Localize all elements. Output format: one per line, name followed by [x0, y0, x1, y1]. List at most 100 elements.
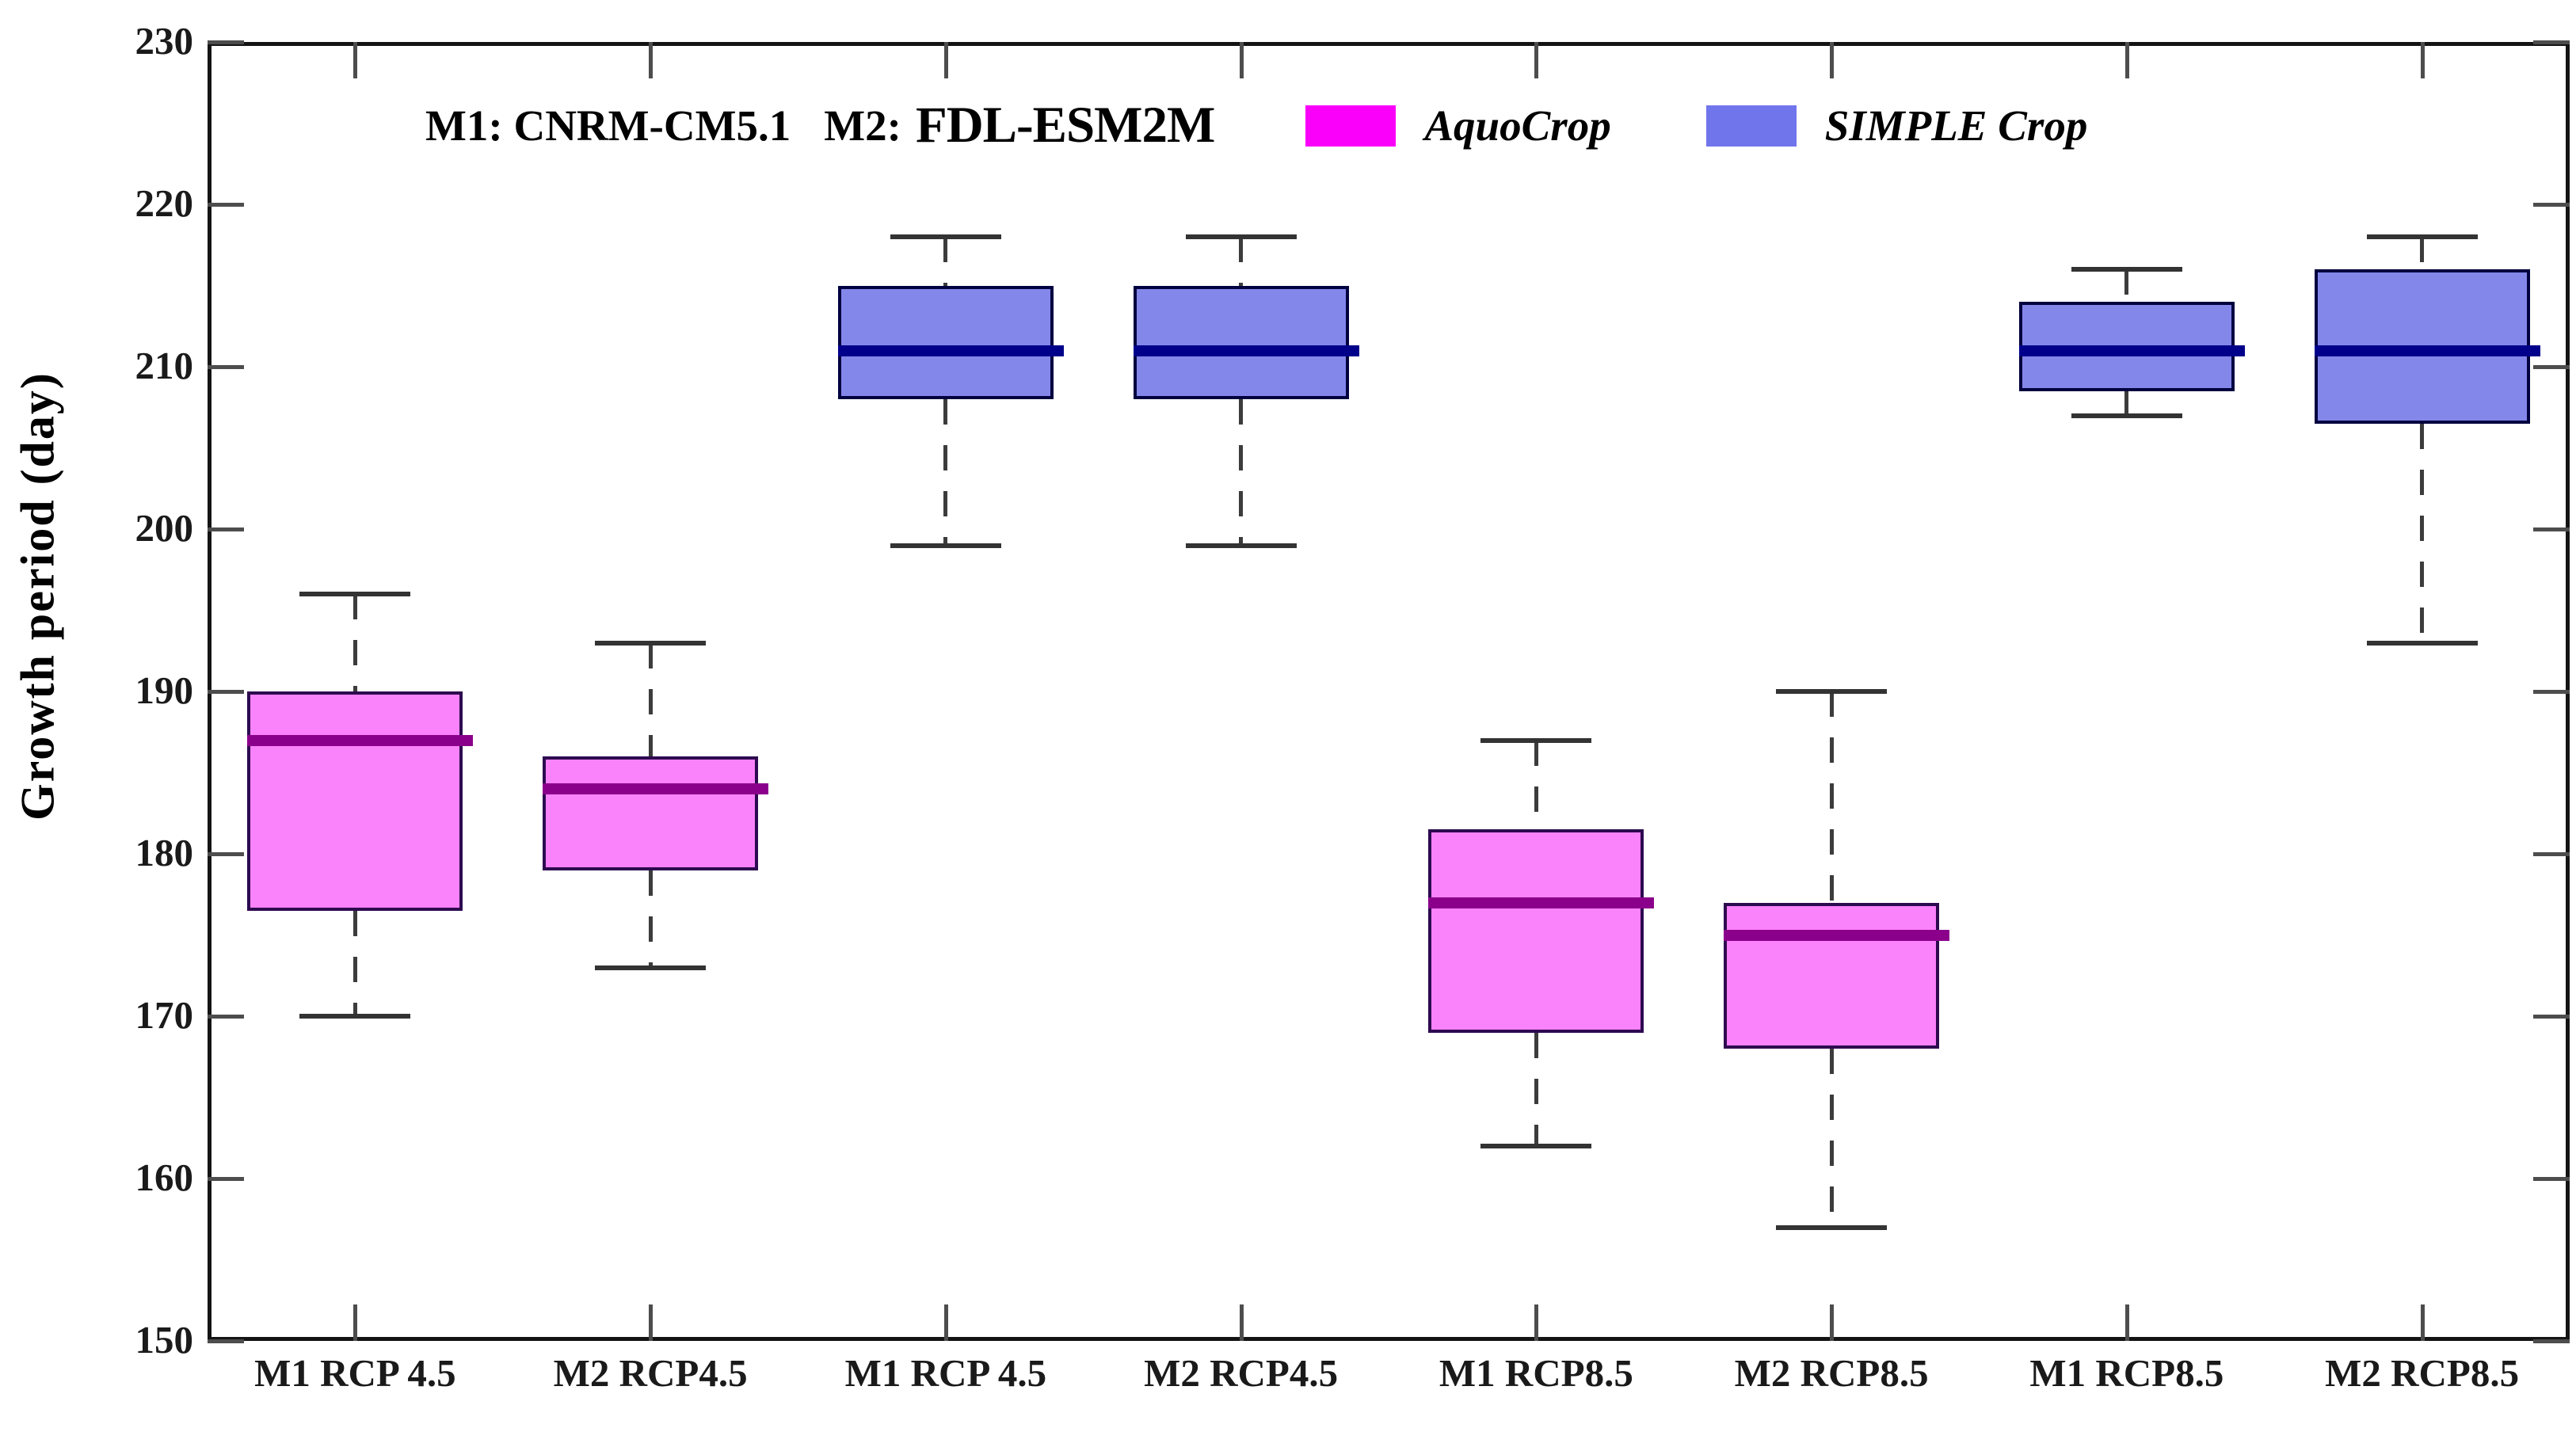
simple-crop-color-swatch-icon	[1705, 105, 1797, 147]
y-tick-left	[208, 365, 244, 369]
whisker-lower	[1829, 1049, 1834, 1228]
whisker-cap-upper	[890, 234, 1001, 239]
whisker-cap-lower	[2366, 640, 2478, 646]
y-tick-label: 230	[135, 19, 194, 63]
legend-label-aquocrop: AquoCrop	[1424, 101, 1611, 150]
box-aquocrop	[1724, 902, 1940, 1049]
y-tick-label: 180	[135, 831, 194, 874]
median-line	[2018, 345, 2245, 356]
median-line	[2314, 345, 2540, 356]
whisker-cap-upper	[1480, 737, 1592, 743]
whisker-upper	[1829, 691, 1834, 903]
x-tick-bottom	[943, 1304, 948, 1341]
y-tick-label: 220	[135, 181, 194, 225]
whisker-cap-upper	[595, 640, 707, 646]
median-line	[1428, 897, 1655, 908]
y-tick-left	[208, 1177, 244, 1181]
whisker-lower	[352, 910, 357, 1016]
y-tick-left	[208, 40, 244, 44]
x-tick-bottom	[649, 1304, 654, 1341]
whisker-cap-lower	[1185, 543, 1297, 548]
legend-item-aquocrop: AquoCrop	[1305, 101, 1611, 150]
box-aquocrop	[247, 691, 463, 911]
whisker-cap-lower	[1480, 1144, 1592, 1148]
legend-label-simple-crop: SIMPLE Crop	[1824, 101, 2088, 150]
whisker-cap-lower	[1776, 1224, 1888, 1230]
x-tick-top	[943, 42, 948, 78]
y-tick-left	[208, 527, 244, 531]
y-tick-right	[2533, 852, 2570, 856]
plot-area: M1: CNRM-CM5.1 M2: FDL-ESM2M AquoCrop SI…	[135, 21, 2570, 1392]
model-key-m1: M1: CNRM-CM5.1	[425, 101, 791, 150]
median-line	[543, 783, 769, 794]
x-category-label: M2 RCP4.5	[1144, 1351, 1339, 1395]
x-category-label: M2 RCP8.5	[1734, 1351, 1929, 1395]
median-line	[247, 734, 474, 746]
x-category-label: M2 RCP8.5	[2325, 1351, 2520, 1395]
box-simple-crop	[837, 285, 1054, 399]
y-tick-right	[2533, 1015, 2570, 1019]
y-tick-label: 170	[135, 993, 194, 1037]
y-tick-left	[208, 1339, 244, 1343]
y-tick-label: 200	[135, 506, 194, 550]
y-axis-title: Growth period (day)	[11, 371, 64, 821]
y-tick-left	[208, 852, 244, 856]
whisker-upper	[2420, 237, 2425, 269]
whisker-upper	[1239, 237, 1244, 286]
whisker-upper	[648, 642, 653, 756]
x-tick-top	[1534, 42, 1539, 78]
whisker-lower	[1239, 399, 1244, 546]
whisker-cap-lower	[299, 1014, 411, 1019]
median-line	[837, 345, 1064, 356]
y-tick-right	[2533, 1177, 2570, 1181]
x-category-label: M1 RCP 4.5	[254, 1351, 456, 1395]
y-tick-label: 150	[135, 1318, 194, 1362]
whisker-upper	[943, 237, 948, 286]
legend-item-simple-crop: SIMPLE Crop	[1705, 101, 2088, 150]
whisker-upper	[2124, 269, 2129, 302]
plot-frame	[208, 42, 2570, 1341]
y-tick-right	[2533, 690, 2570, 694]
y-tick-right	[2533, 1339, 2570, 1343]
y-tick-right	[2533, 365, 2570, 369]
whisker-lower	[648, 870, 653, 968]
median-line	[1133, 345, 1359, 356]
y-tick-left	[208, 1015, 244, 1019]
x-tick-top	[649, 42, 654, 78]
whisker-lower	[2420, 423, 2425, 643]
whisker-upper	[1534, 740, 1538, 830]
whisker-cap-lower	[595, 965, 707, 970]
box-simple-crop	[1133, 285, 1349, 399]
y-tick-left	[208, 690, 244, 694]
x-tick-top	[353, 42, 358, 78]
x-category-label: M1 RCP8.5	[1439, 1351, 1633, 1395]
whisker-cap-upper	[1185, 234, 1297, 239]
x-tick-bottom	[2124, 1304, 2129, 1341]
box-aquocrop	[1428, 829, 1644, 1033]
x-tick-bottom	[1239, 1304, 1244, 1341]
whisker-upper	[352, 594, 357, 691]
whisker-cap-upper	[2366, 234, 2478, 239]
x-tick-bottom	[1534, 1304, 1539, 1341]
whisker-cap-upper	[2071, 267, 2182, 272]
median-line	[1724, 929, 1950, 941]
y-tick-label: 190	[135, 668, 194, 712]
y-tick-left	[208, 203, 244, 207]
x-tick-bottom	[1830, 1304, 1835, 1341]
aquocrop-color-swatch-icon	[1305, 105, 1397, 147]
whisker-cap-upper	[1776, 689, 1888, 694]
x-category-label: M1 RCP 4.5	[844, 1351, 1047, 1395]
x-tick-top	[1830, 42, 1835, 78]
whisker-cap-upper	[299, 592, 411, 596]
x-tick-bottom	[353, 1304, 358, 1341]
whisker-cap-lower	[2071, 413, 2182, 418]
y-tick-label: 210	[135, 344, 194, 387]
whisker-cap-lower	[890, 543, 1001, 548]
whisker-lower	[2124, 390, 2129, 416]
model-key-m2: M2:	[824, 101, 901, 150]
x-tick-top	[1239, 42, 1244, 78]
whisker-lower	[943, 399, 948, 546]
model-key-m2-value: FDL-ESM2M	[915, 97, 1215, 154]
whisker-lower	[1534, 1032, 1538, 1146]
x-category-label: M2 RCP4.5	[553, 1351, 748, 1395]
